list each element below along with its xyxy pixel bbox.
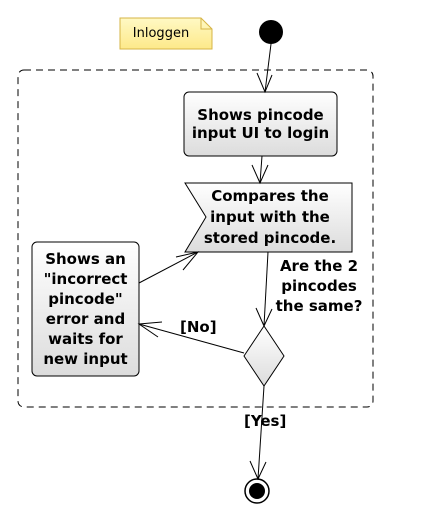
edge-initial-to-login xyxy=(264,43,272,93)
note-fold xyxy=(200,18,212,30)
edge-login-to-compare xyxy=(259,155,263,184)
edge-incorrect-to-compare xyxy=(138,251,199,284)
activity-compare-box xyxy=(184,182,353,253)
note-shape xyxy=(119,17,213,50)
guard-no-label: [No] xyxy=(180,318,217,336)
activity-show-login-box xyxy=(183,91,338,157)
note-label: Inloggen xyxy=(132,26,190,41)
edge-decision-to-final xyxy=(257,385,265,480)
activity-incorrect-label: Shows an "incorrect pincode" error and w… xyxy=(43,250,128,368)
activity-incorrect-box xyxy=(31,241,140,377)
decision-question: Are the 2 pincodes the same? xyxy=(275,257,363,315)
guard-yes-label: [Yes] xyxy=(244,412,287,430)
arrowhead-compare-return xyxy=(175,251,200,271)
final-node-inner xyxy=(249,483,265,499)
arrowhead-login xyxy=(256,72,273,94)
arrowhead-incorrect xyxy=(137,321,163,338)
arrowhead-compare xyxy=(251,164,269,185)
edges xyxy=(137,43,273,481)
activity-partition xyxy=(17,69,374,408)
arrowhead-decision xyxy=(255,307,273,328)
arrowhead-final xyxy=(249,460,267,481)
decision-node xyxy=(243,325,285,387)
initial-node xyxy=(259,20,283,44)
edge-compare-to-decision xyxy=(263,251,269,327)
note: Inloggen xyxy=(120,18,212,49)
activity-compare-label: Compares the input with the stored pinco… xyxy=(203,187,337,247)
edge-decision-to-incorrect xyxy=(138,323,245,354)
activity-show-login-label: Shows pincode input UI to login xyxy=(191,106,330,142)
